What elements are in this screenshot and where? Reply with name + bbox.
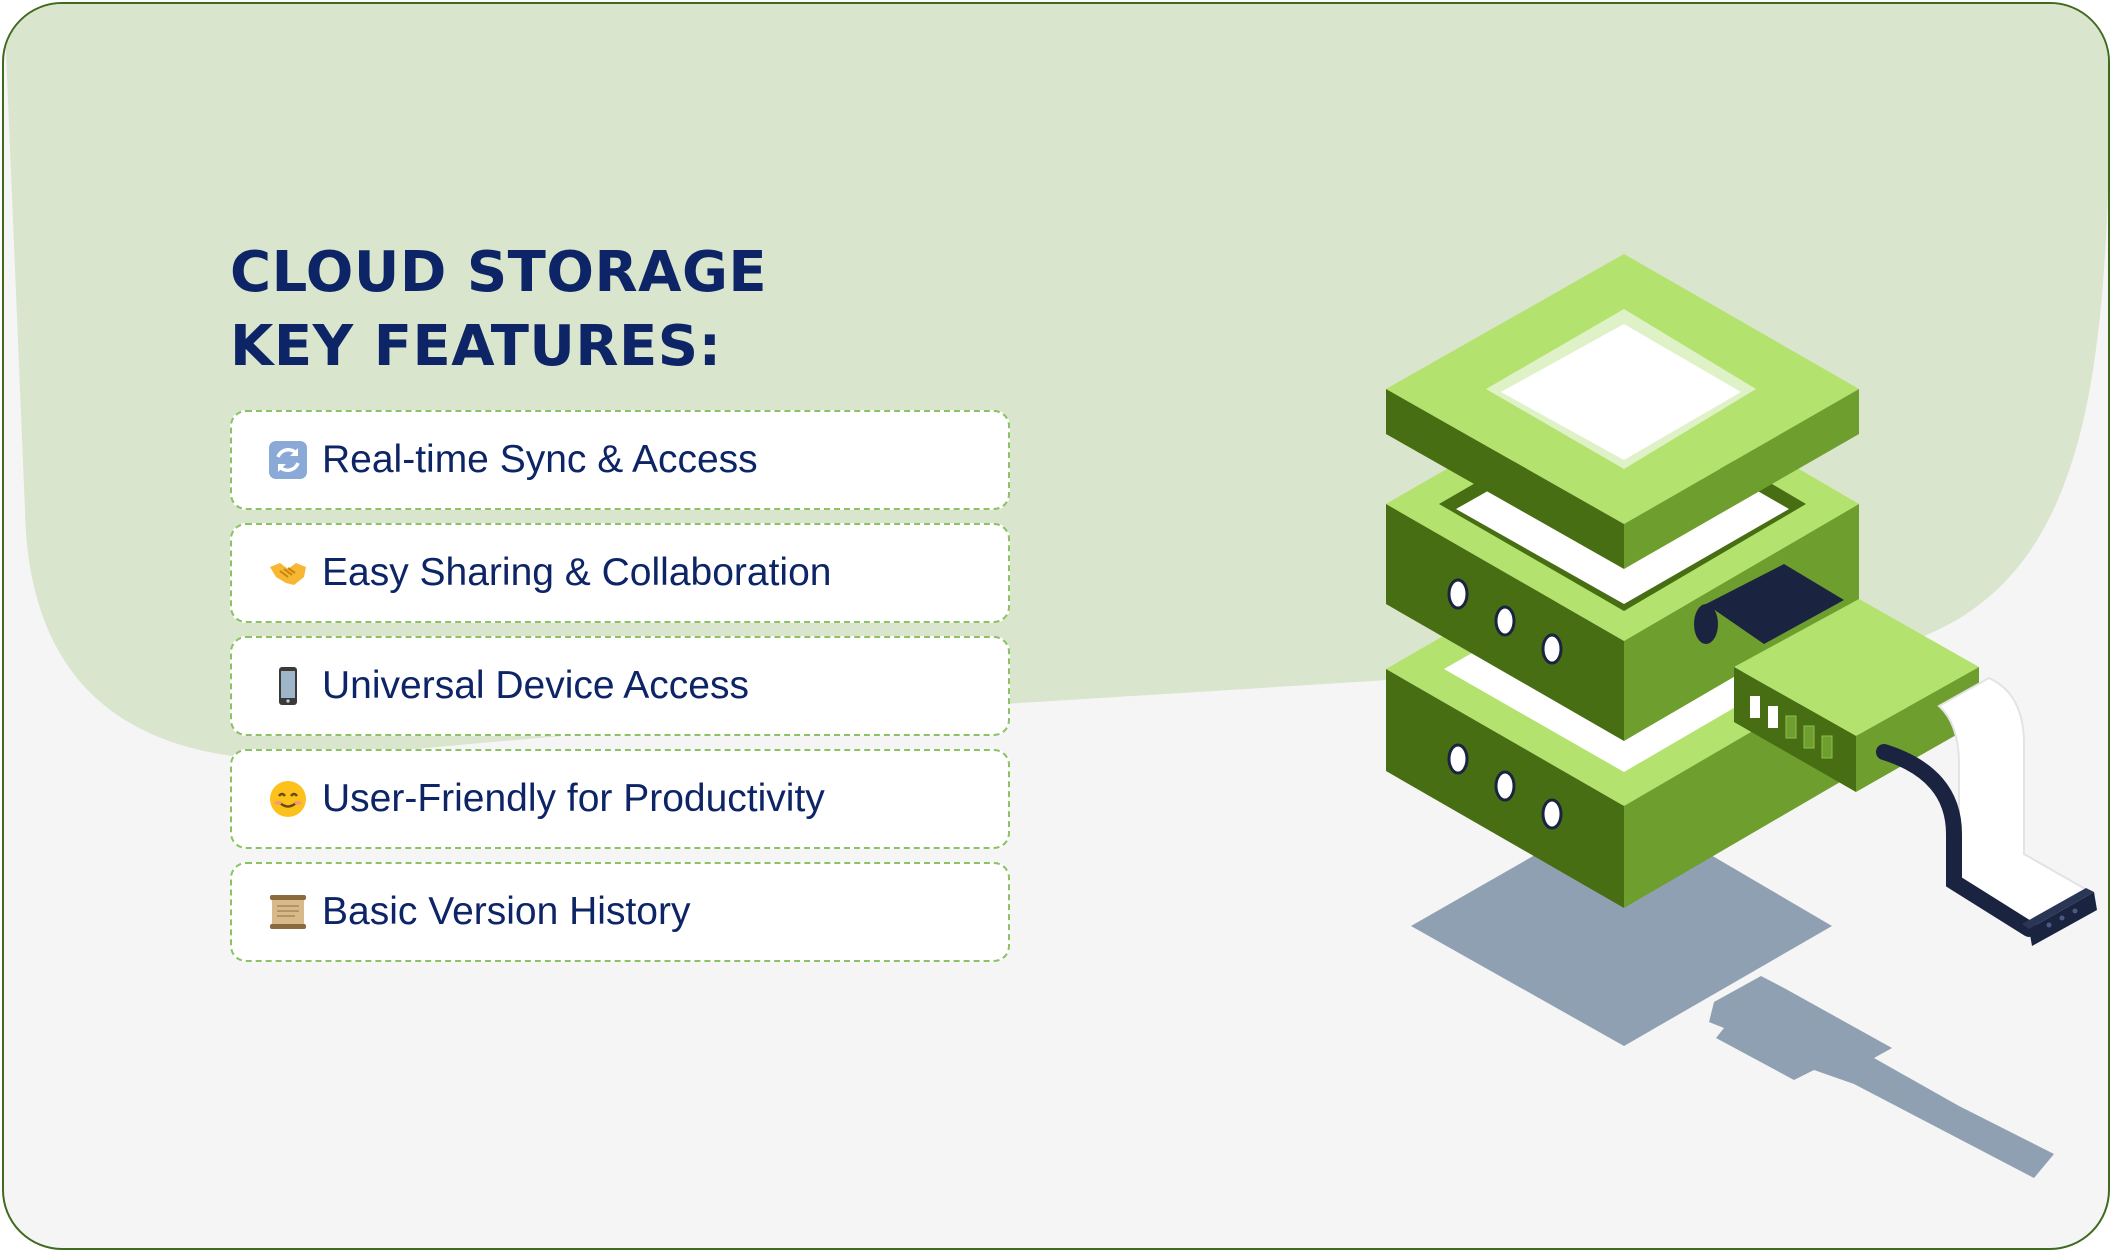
scroll-icon: [266, 890, 310, 934]
smiling-face-icon: [266, 777, 310, 821]
feature-label: Basic Version History: [322, 890, 691, 933]
cable-shadow: [1709, 976, 2054, 1178]
feature-label: Universal Device Access: [322, 664, 749, 707]
sync-arrows-icon: [266, 438, 310, 482]
handshake-icon: [266, 551, 310, 595]
vent-hole: [1447, 743, 1469, 775]
feature-label: Easy Sharing & Collaboration: [322, 551, 832, 594]
server-illustration: [1386, 254, 2097, 1178]
mobile-phone-icon: [266, 664, 310, 708]
title-line-1: CLOUD STORAGE: [230, 240, 768, 305]
feature-item-device-access: Universal Device Access: [230, 636, 1010, 736]
vent-hole: [1494, 770, 1516, 802]
vent-hole: [1447, 578, 1469, 610]
feature-label: User-Friendly for Productivity: [322, 777, 825, 820]
feature-item-realtime-sync: Real-time Sync & Access: [230, 410, 1010, 510]
feature-item-version-history: Basic Version History: [230, 862, 1010, 962]
page-title: CLOUD STORAGE KEY FEATURES:: [230, 236, 767, 384]
feature-label: Real-time Sync & Access: [322, 438, 758, 481]
feature-item-user-friendly: User-Friendly for Productivity: [230, 749, 1010, 849]
feature-list: Real-time Sync & Access Easy Sharing & C…: [230, 410, 1010, 975]
vent-hole: [1541, 798, 1563, 830]
title-line-2: KEY FEATURES:: [230, 314, 722, 379]
server-shadow: [1411, 804, 1832, 1046]
vent-hole: [1494, 605, 1516, 637]
feature-item-sharing: Easy Sharing & Collaboration: [230, 523, 1010, 623]
vent-hole: [1541, 633, 1563, 665]
